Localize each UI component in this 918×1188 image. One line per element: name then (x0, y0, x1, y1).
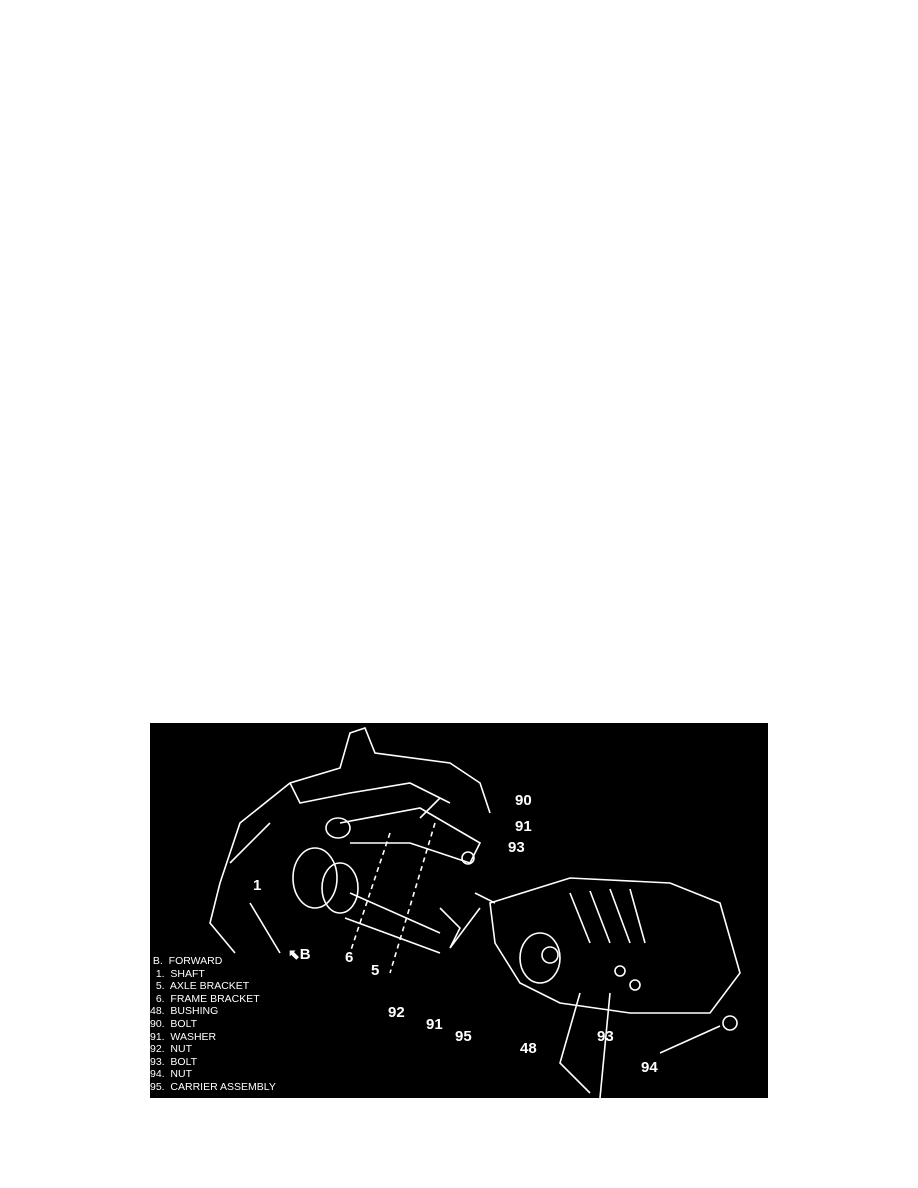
legend-item: B. FORWARD (150, 955, 223, 967)
legend-item: 48. BUSHING (150, 1005, 219, 1018)
legend-item: 92. NUT (150, 1043, 193, 1056)
callout-92: 92 (388, 1004, 405, 1021)
direction-label: B (299, 946, 311, 963)
callout-93: 93 (508, 839, 525, 856)
callout-95: 95 (455, 1028, 472, 1045)
callout-90: 90 (515, 792, 532, 809)
callout-91-lower: 91 (426, 1016, 443, 1033)
legend-item: 5. AXLE BRACKET (150, 980, 250, 993)
legend-item: 6. FRAME BRACKET (150, 992, 260, 1005)
callout-91: 91 (515, 818, 532, 835)
diagram-line-art (209, 727, 741, 1098)
callout-5: 5 (371, 962, 380, 979)
legend-item: 94. NUT (150, 1068, 193, 1081)
callout-94: 94 (641, 1059, 658, 1076)
callout-1: 1 (253, 877, 262, 894)
forward-direction-marker: ⬉B (288, 946, 311, 963)
callout-6: 6 (345, 949, 354, 966)
legend-item: 1. SHAFT (150, 967, 205, 980)
callout-93-lower: 93 (597, 1028, 614, 1045)
legend-item: 95. CARRIER ASSEMBLY (150, 1080, 276, 1093)
carrier-assembly-diagram: ⬉B 90 91 93 1 6 5 92 91 95 48 93 94 B. F… (150, 723, 768, 1098)
callout-48: 48 (520, 1040, 537, 1057)
legend-item: 90. BOLT (150, 1017, 198, 1030)
legend-item: 93. BOLT (150, 1055, 198, 1068)
parts-legend: B. FORWARD 1. SHAFT 5. AXLE BRACKET 6. F… (150, 955, 276, 1094)
legend-item: 91. WASHER (150, 1030, 217, 1043)
